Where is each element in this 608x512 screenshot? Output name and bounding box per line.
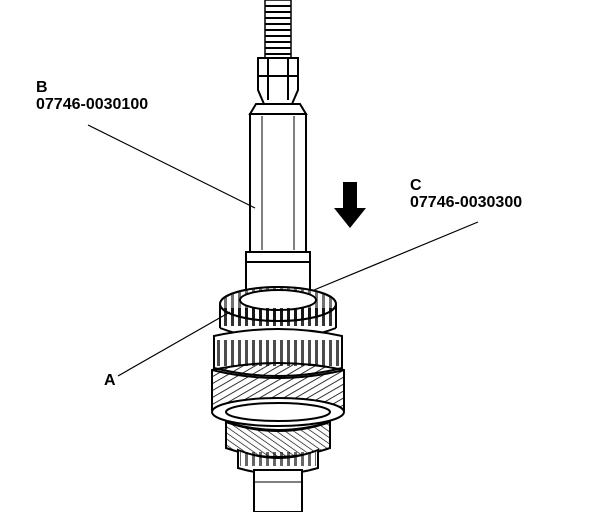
leader-line-b (87, 124, 256, 209)
callout-b: B 07746-0030100 (36, 79, 148, 113)
callout-c-part-number: 07746-0030300 (410, 194, 523, 211)
arrow-down-icon (334, 182, 366, 228)
leader-line-a (117, 311, 231, 377)
callout-a: A (104, 372, 116, 389)
callout-b-part-number: 07746-0030100 (36, 96, 149, 113)
driver-collar (248, 103, 308, 115)
driver-shaft (249, 113, 307, 253)
callout-c-letter: C (410, 177, 422, 194)
synchro-ring (219, 286, 337, 340)
leader-line-c (313, 221, 479, 291)
threaded-rod (264, 0, 292, 59)
callout-a-letter: A (104, 372, 116, 389)
driver-nut (257, 57, 299, 105)
mainshaft-end (253, 469, 303, 512)
callout-b-letter: B (36, 79, 48, 96)
gear-assembly (211, 328, 345, 475)
callout-c: C 07746-0030300 (410, 177, 522, 211)
